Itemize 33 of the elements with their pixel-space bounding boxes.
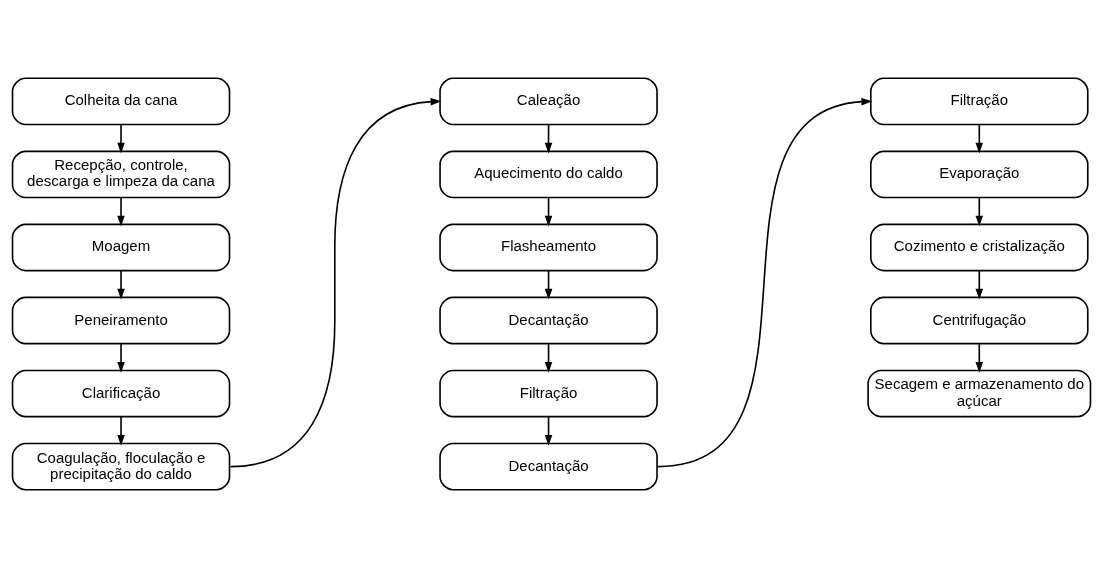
- arrow: [117, 415, 125, 446]
- node-box: Caleação: [439, 77, 658, 125]
- arrow: [975, 342, 984, 373]
- arrow: [544, 342, 553, 373]
- arrow: [657, 97, 873, 467]
- node-box: Peneiramento: [11, 296, 231, 344]
- arrow: [544, 123, 553, 153]
- arrow: [975, 196, 984, 227]
- arrow: [544, 196, 553, 227]
- arrow: [117, 342, 125, 373]
- node-box: Filtração: [870, 77, 1089, 125]
- arrow: [544, 415, 553, 446]
- node-box: Coagulação, floculação e precipitação do caldo: [11, 442, 231, 490]
- node-box: Flasheamento: [439, 223, 658, 271]
- node-box: Recepção, controle, descarga e limpeza da cana: [11, 150, 231, 198]
- node-box: Decantação: [439, 296, 658, 344]
- node-box: Clarificação: [11, 369, 231, 417]
- node-box: Colheita da cana: [11, 77, 231, 125]
- arrow: [975, 123, 984, 153]
- node-box: Aquecimento do caldo: [439, 150, 658, 198]
- arrow: [117, 123, 125, 153]
- node-box: Evaporação: [870, 150, 1089, 198]
- node-box: Cozimento e cristalização: [870, 223, 1089, 271]
- node-box: Secagem e armazenamento do açúcar: [867, 369, 1092, 417]
- node-box: Moagem: [11, 223, 231, 271]
- arrow: [117, 269, 125, 300]
- node-box: Decantação: [439, 442, 658, 490]
- arrow: [117, 196, 125, 227]
- arrow: [544, 269, 553, 300]
- arrow: [975, 269, 984, 300]
- arrow: [229, 97, 442, 467]
- node-box: Centrifugação: [870, 296, 1089, 344]
- node-box: Filtração: [439, 369, 658, 417]
